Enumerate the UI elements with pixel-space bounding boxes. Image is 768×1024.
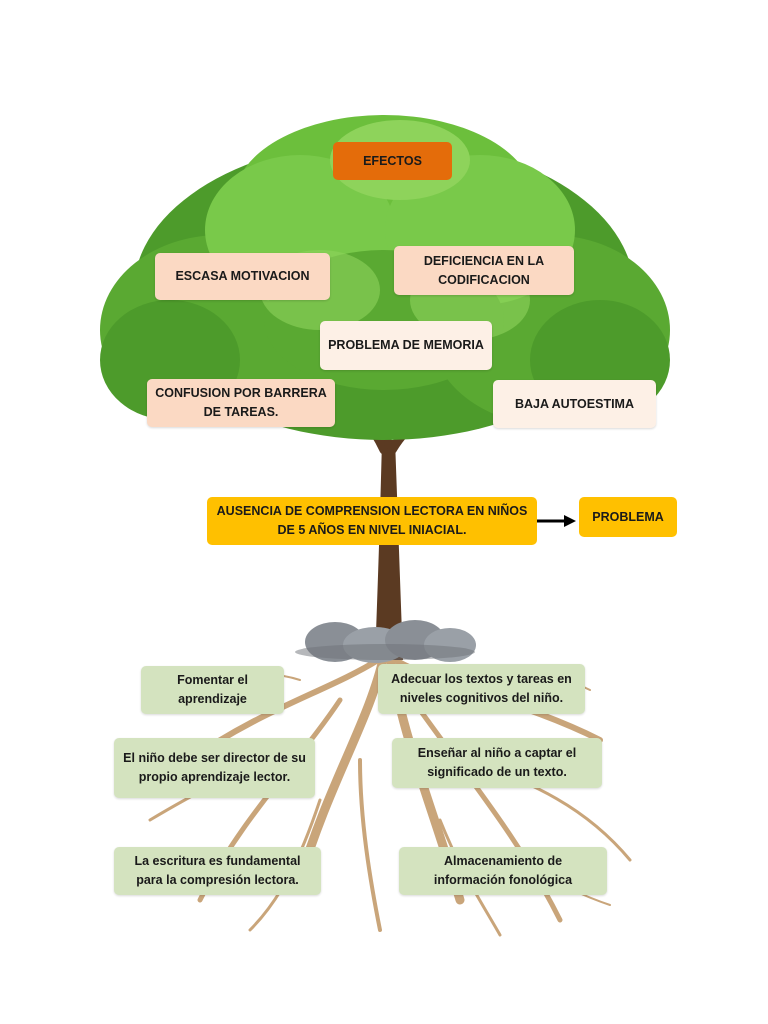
effect-deficiencia-codificacion: DEFICIENCIA EN LA CODIFICACION: [394, 246, 574, 295]
cause-escritura-fundamental: La escritura es fundamental para la comp…: [114, 847, 321, 895]
cause-fomentar-aprendizaje: Fomentar el aprendizaje: [141, 666, 284, 714]
cause-nino-director: El niño debe ser director de su propio a…: [114, 738, 315, 798]
rocks: [295, 620, 476, 663]
effect-confusion-tareas: CONFUSION POR BARRERA DE TAREAS.: [147, 379, 335, 427]
cause-adecuar-textos: Adecuar los textos y tareas en niveles c…: [378, 664, 585, 714]
effect-escasa-motivacion: ESCASA MOTIVACION: [155, 253, 330, 300]
effect-problema-memoria: PROBLEMA DE MEMORIA: [320, 321, 492, 370]
arrow-to-problem: [536, 515, 576, 527]
cause-almacenamiento-fonologico: Almacenamiento de información fonológica: [399, 847, 607, 895]
problem-tag: PROBLEMA: [579, 497, 677, 537]
cause-ensenar-significado: Enseñar al niño a captar el significado …: [392, 738, 602, 788]
problem-statement: AUSENCIA DE COMPRENSION LECTORA EN NIÑOS…: [207, 497, 537, 545]
effects-header: EFECTOS: [333, 142, 452, 180]
effect-baja-autoestima: BAJA AUTOESTIMA: [493, 380, 656, 428]
